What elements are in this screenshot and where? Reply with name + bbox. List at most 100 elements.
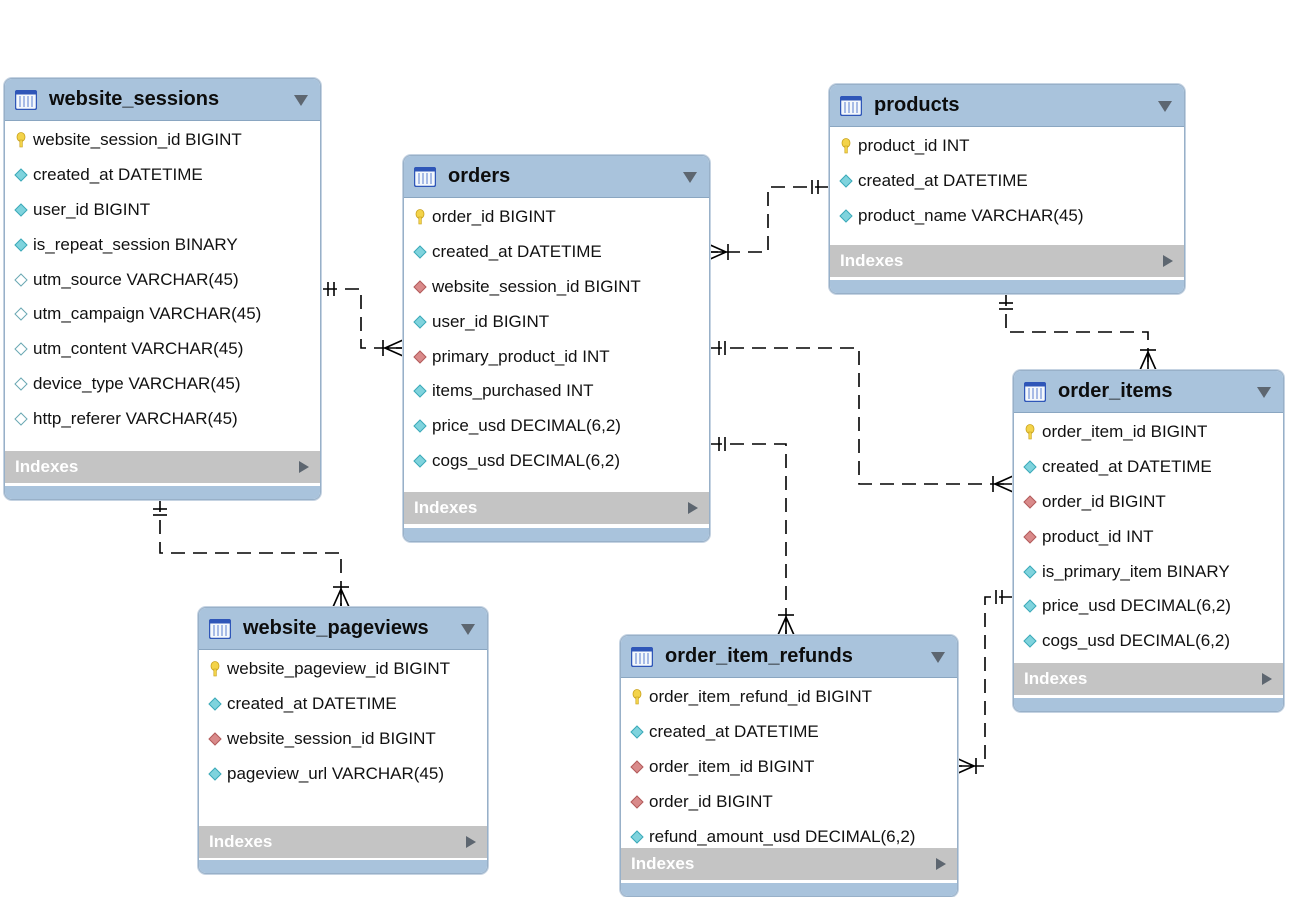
indexes-section[interactable]: Indexes <box>1014 663 1283 695</box>
column-row[interactable]: product_id INT <box>830 129 1184 164</box>
primary-key-icon <box>632 689 642 705</box>
column-label: cogs_usd DECIMAL(6,2) <box>432 450 621 470</box>
entity-header[interactable]: order_item_refunds <box>621 636 957 678</box>
column-row[interactable]: is_primary_item BINARY <box>1014 554 1283 589</box>
column-row[interactable]: cogs_usd DECIMAL(6,2) <box>1014 624 1283 659</box>
column-row[interactable]: created_at DATETIME <box>830 164 1184 199</box>
column-row[interactable]: created_at DATETIME <box>5 158 320 193</box>
collapse-triangle-icon[interactable] <box>1255 385 1273 399</box>
entity-orders[interactable]: orders order_id BIGINT created_at DATETIME… <box>403 155 710 542</box>
entity-website_pageviews[interactable]: website_pageviews website_pageview_id BIG… <box>198 607 488 874</box>
indexes-section[interactable]: Indexes <box>404 492 709 524</box>
expand-arrow-icon[interactable] <box>1162 254 1174 268</box>
not-null-column-icon <box>14 168 28 182</box>
collapse-triangle-icon[interactable] <box>929 650 947 664</box>
column-row[interactable]: utm_source VARCHAR(45) <box>5 262 320 297</box>
entity-header[interactable]: website_pageviews <box>199 608 487 650</box>
indexes-section[interactable]: Indexes <box>199 826 487 858</box>
entity-order_items[interactable]: order_items order_item_id BIGINT created_a… <box>1013 370 1284 712</box>
entity-header[interactable]: orders <box>404 156 709 198</box>
column-row[interactable]: refund_amount_usd DECIMAL(6,2) <box>621 819 957 854</box>
collapse-triangle-icon[interactable] <box>681 170 699 184</box>
column-row[interactable]: user_id BIGINT <box>5 193 320 228</box>
column-row[interactable]: user_id BIGINT <box>404 304 709 339</box>
entity-title: website_pageviews <box>243 617 429 639</box>
column-row[interactable]: created_at DATETIME <box>404 235 709 270</box>
column-row[interactable]: primary_product_id INT <box>404 339 709 374</box>
not-null-column-icon <box>208 697 222 711</box>
column-label: created_at DATETIME <box>432 242 602 262</box>
entity-footer <box>621 883 957 896</box>
column-row[interactable]: items_purchased INT <box>404 374 709 409</box>
entity-header[interactable]: products <box>830 85 1184 127</box>
column-row[interactable]: created_at DATETIME <box>1014 450 1283 485</box>
column-row[interactable]: price_usd DECIMAL(6,2) <box>1014 589 1283 624</box>
not-null-column-icon <box>839 209 853 223</box>
entity-title: orders <box>448 165 511 187</box>
collapse-triangle-icon[interactable] <box>459 622 477 636</box>
indexes-section[interactable]: Indexes <box>621 848 957 880</box>
column-row[interactable]: cogs_usd DECIMAL(6,2) <box>404 444 709 479</box>
column-row[interactable]: is_repeat_session BINARY <box>5 227 320 262</box>
relationship-order_items-to-order_item_refunds[interactable] <box>955 590 1013 775</box>
expand-arrow-icon[interactable] <box>935 857 947 871</box>
collapse-triangle-icon[interactable] <box>292 93 310 107</box>
entity-title: order_items <box>1058 380 1173 402</box>
column-label: is_primary_item BINARY <box>1042 561 1230 581</box>
column-row[interactable]: order_id BIGINT <box>621 784 957 819</box>
relationship-orders-to-order_item_refunds[interactable] <box>708 437 795 636</box>
not-null-column-icon <box>1023 460 1037 474</box>
column-row[interactable]: order_id BIGINT <box>1014 485 1283 520</box>
column-label: created_at DATETIME <box>649 722 819 742</box>
column-row[interactable]: website_session_id BIGINT <box>5 123 320 158</box>
not-null-column-icon <box>1023 599 1037 614</box>
column-row[interactable]: order_item_id BIGINT <box>621 750 957 785</box>
not-null-column-icon <box>1023 564 1037 579</box>
entity-header[interactable]: order_items <box>1014 371 1283 413</box>
column-row[interactable]: created_at DATETIME <box>199 687 487 722</box>
indexes-section[interactable]: Indexes <box>830 245 1184 277</box>
table-icon <box>414 166 436 187</box>
primary-key-icon <box>415 209 425 225</box>
column-row[interactable]: order_item_refund_id BIGINT <box>621 680 957 715</box>
column-label: order_item_id BIGINT <box>1042 422 1208 442</box>
relationship-products-to-orders[interactable] <box>707 180 829 261</box>
column-row[interactable]: order_id BIGINT <box>404 200 709 235</box>
column-label: utm_content VARCHAR(45) <box>33 339 244 359</box>
indexes-section[interactable]: Indexes <box>5 451 320 483</box>
expand-arrow-icon[interactable] <box>1261 672 1273 686</box>
column-row[interactable]: website_session_id BIGINT <box>199 722 487 757</box>
entity-footer <box>199 860 487 873</box>
column-row[interactable]: created_at DATETIME <box>621 715 957 750</box>
expand-arrow-icon[interactable] <box>298 460 310 474</box>
relationship-orders-to-order_items[interactable] <box>708 341 1014 493</box>
column-row[interactable]: pageview_url VARCHAR(45) <box>199 756 487 791</box>
column-row[interactable]: website_pageview_id BIGINT <box>199 652 487 687</box>
expand-arrow-icon[interactable] <box>687 501 699 515</box>
column-label: user_id BIGINT <box>432 311 550 331</box>
collapse-triangle-icon[interactable] <box>1156 99 1174 113</box>
relationship-website_sessions-to-orders[interactable] <box>323 282 404 357</box>
column-row[interactable]: order_item_id BIGINT <box>1014 415 1283 450</box>
not-null-column-icon <box>413 384 427 399</box>
column-label: product_name VARCHAR(45) <box>858 205 1084 225</box>
relationship-products-to-order_items[interactable] <box>999 292 1157 371</box>
column-row[interactable]: http_referer VARCHAR(45) <box>5 401 320 436</box>
column-row[interactable]: product_name VARCHAR(45) <box>830 199 1184 234</box>
column-row[interactable]: website_session_id BIGINT <box>404 270 709 305</box>
primary-key-icon <box>1025 424 1035 440</box>
not-null-column-icon <box>208 767 222 781</box>
entity-header[interactable]: website_sessions <box>5 79 320 121</box>
column-label: http_referer VARCHAR(45) <box>33 408 238 428</box>
relationship-website_sessions-to-website_pageviews[interactable] <box>153 498 350 608</box>
column-row[interactable]: device_type VARCHAR(45) <box>5 367 320 402</box>
expand-arrow-icon[interactable] <box>465 835 477 849</box>
column-row[interactable]: price_usd DECIMAL(6,2) <box>404 409 709 444</box>
column-row[interactable]: utm_campaign VARCHAR(45) <box>5 297 320 332</box>
not-null-column-icon <box>839 174 853 188</box>
column-row[interactable]: product_id INT <box>1014 519 1283 554</box>
column-row[interactable]: utm_content VARCHAR(45) <box>5 332 320 367</box>
